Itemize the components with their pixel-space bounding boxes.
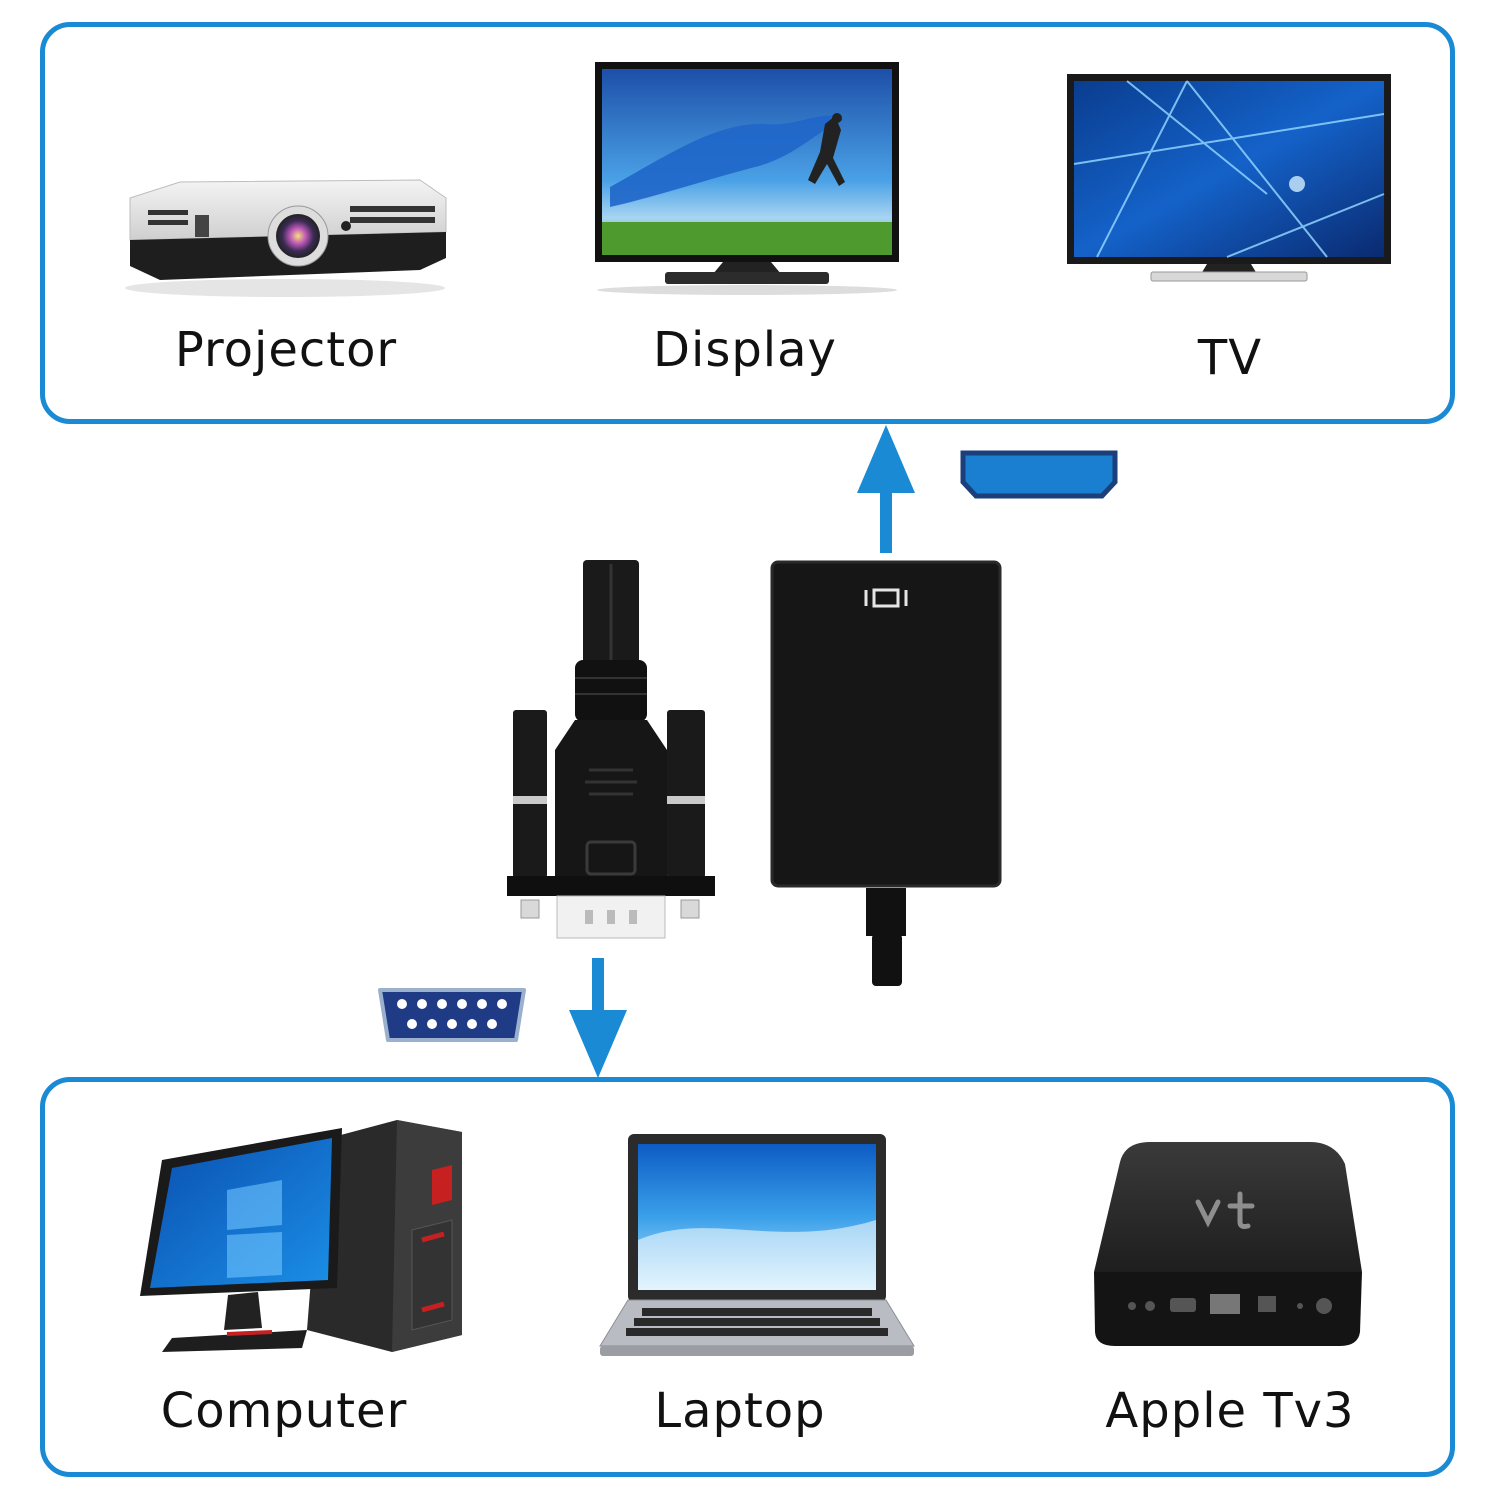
- display-label: Display: [653, 322, 837, 378]
- computer-label: Computer: [160, 1383, 408, 1439]
- projector-label: Projector: [174, 322, 398, 378]
- tv-label: TV: [1197, 330, 1263, 386]
- computer-image: [140, 1120, 462, 1352]
- vga-connector-image: [507, 560, 715, 939]
- arrow-down-icon: [569, 958, 627, 1078]
- hdmi-adapter-image: [770, 560, 1002, 986]
- laptop-label: Laptop: [654, 1383, 826, 1439]
- apple-tv-image: [1094, 1142, 1362, 1346]
- display-image: [595, 62, 899, 295]
- hdmi-port-icon: [960, 450, 1118, 499]
- apple-tv-label: Apple Tv3: [1105, 1383, 1355, 1439]
- projector-image: [125, 179, 447, 297]
- vga-port-icon: [378, 988, 526, 1042]
- laptop-image: [599, 1134, 915, 1356]
- tv-image: [1067, 74, 1391, 282]
- arrow-up-icon: [857, 425, 915, 553]
